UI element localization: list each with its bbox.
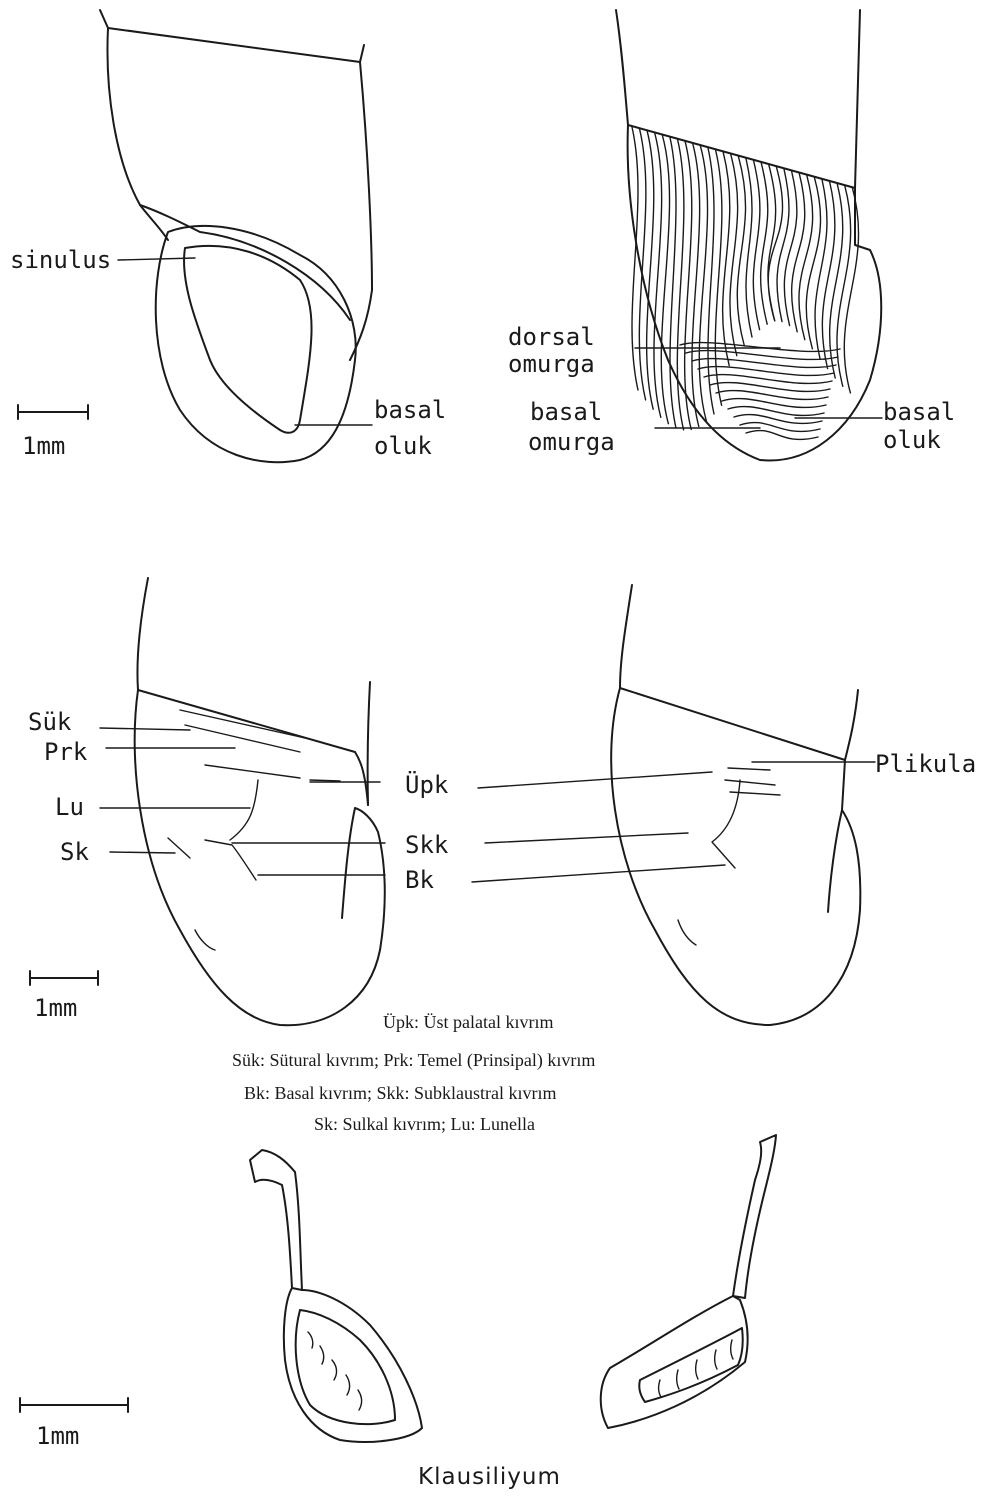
label-lu: Lu (55, 793, 84, 821)
scale-label-1: 1mm (22, 432, 65, 460)
clausilium-left-drawing (250, 1150, 422, 1442)
label-basal-omurga-line2: omurga (528, 428, 615, 456)
label-bk: Bk (405, 866, 434, 894)
scale-bar-3 (20, 1398, 128, 1412)
clausilium-right-drawing (601, 1135, 776, 1428)
label-upk: Üpk (405, 770, 449, 799)
scale-label-2: 1mm (34, 994, 77, 1022)
lamella-folds-left-drawing (100, 578, 385, 1025)
label-sk: Sk (60, 838, 89, 866)
scale-label-3: 1mm (36, 1422, 79, 1450)
caption-line-2: Sük: Sütural kıvrım; Prk: Temel (Prinsip… (232, 1050, 595, 1071)
lamella-folds-right-drawing (472, 585, 875, 1025)
label-basal-oluk-line2: oluk (374, 432, 432, 460)
caption-line-1: Üpk: Üst palatal kıvrım (383, 1012, 553, 1032)
label-plikula: Plikula (875, 750, 976, 778)
caption-line-3: Bk: Basal kıvrım; Skk: Subklaustral kıvr… (244, 1083, 557, 1103)
label-dorsal-omurga-line1: dorsal (508, 323, 595, 351)
scale-bar-1 (18, 405, 88, 419)
label-basal-oluk-line1: basal (374, 396, 446, 424)
label-sinulus: sinulus (10, 246, 111, 274)
label-dorsal-omurga-line2: omurga (508, 350, 595, 378)
label-basal-oluk-right-line2: oluk (883, 426, 941, 454)
figure-title-klausiliyum: Klausiliyum (418, 1464, 561, 1490)
shell-aperture-left-drawing (100, 10, 372, 462)
rib-striations (632, 127, 859, 439)
label-basal-omurga-line1: basal (530, 398, 602, 426)
shell-sculpture-right-drawing (616, 10, 882, 460)
scale-bar-2 (30, 971, 98, 985)
label-basal-oluk-right-line1: basal (883, 398, 955, 426)
caption-line-4: Sk: Sulkal kıvrım; Lu: Lunella (314, 1114, 535, 1134)
rib-striation-lines (632, 127, 859, 439)
label-prk: Prk (44, 738, 88, 766)
label-suk: Sük (28, 708, 72, 736)
label-skk: Skk (405, 831, 449, 859)
